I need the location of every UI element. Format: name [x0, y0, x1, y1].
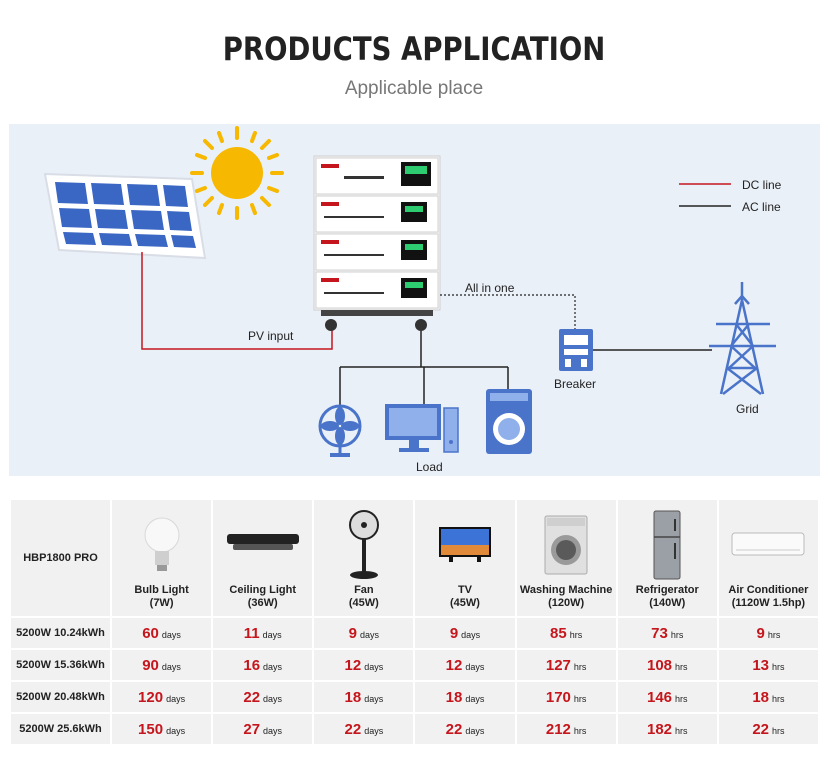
appliance-header: Fan(45W) — [312, 498, 416, 618]
bulb-icon — [144, 517, 180, 571]
legend-dc-line: DC line — [742, 178, 782, 192]
appliance-name: Ceiling Light — [229, 584, 297, 596]
washing-machine-load-icon — [486, 389, 532, 454]
tv-icon — [438, 527, 491, 562]
load-label: Load — [416, 460, 443, 474]
appliance-name: TV — [457, 584, 473, 596]
appliance-header: Ceiling Light(36W) — [211, 498, 315, 618]
model-header: HBP1800 PRO — [9, 498, 112, 618]
appliance-power: (45W) — [450, 597, 480, 609]
grid-label: Grid — [736, 402, 759, 416]
appliance-power: (45W) — [348, 597, 379, 609]
appliance-power: (36W) — [247, 597, 278, 609]
ceiling-light-icon — [226, 534, 299, 550]
row-label: 5200W 20.48kWh — [9, 680, 112, 714]
breaker-icon — [559, 329, 593, 371]
appliance-power: (140W) — [649, 597, 686, 609]
appliance-header: TV(45W) — [413, 498, 517, 618]
all-in-one-link — [440, 294, 576, 329]
legend-ac-line: AC line — [742, 200, 781, 214]
table-header-row: HBP1800 PRO Bulb Light(7W) — [9, 498, 821, 618]
refrigerator-icon — [653, 510, 681, 580]
fan-icon — [318, 404, 362, 457]
diagram-canvas — [43, 126, 776, 457]
appliance-header: Washing Machine(120W) — [514, 498, 618, 618]
appliance-power: (7W) — [149, 597, 174, 609]
fan-icon — [348, 510, 379, 579]
breaker-label: Breaker — [554, 377, 597, 391]
solar-panel-icon — [43, 172, 207, 260]
sun-icon — [190, 126, 284, 220]
page-subtitle: Applicable place — [344, 78, 484, 99]
runtime-table: HBP1800 PRO Bulb Light(7W) — [9, 498, 821, 746]
air-conditioner-icon — [731, 532, 805, 556]
appliance-name: Bulb Light — [134, 584, 189, 596]
row-label: 5200W 25.6kWh — [9, 712, 112, 746]
row-label: 5200W 15.36kWh — [9, 648, 112, 682]
appliance-name: Refrigerator — [635, 584, 699, 596]
inverter-stack-icon — [313, 155, 441, 331]
pv-input-label: PV input — [248, 329, 294, 343]
page-title: PRODUCTS APPLICATION — [222, 30, 606, 68]
appliance-header: Refrigerator(140W) — [615, 498, 719, 618]
appliance-name: Washing Machine — [519, 584, 613, 596]
application-diagram: DC line AC line PV input All in one Brea… — [9, 124, 820, 476]
appliance-header: Air Conditioner(1120W 1.5hp) — [716, 498, 821, 618]
row-label: 5200W 10.24kWh — [9, 616, 112, 650]
all-in-one-label: All in one — [465, 281, 515, 295]
grid-tower-icon — [709, 282, 776, 395]
appliance-header: Bulb Light(7W) — [109, 498, 214, 618]
appliance-name: Fan — [354, 584, 374, 596]
washing-machine-icon — [544, 515, 588, 575]
appliance-power: (1120W 1.5hp) — [731, 597, 806, 609]
appliance-name: Air Conditioner — [728, 584, 809, 596]
computer-icon — [385, 404, 459, 453]
pv-dc-line — [141, 252, 333, 350]
appliance-power: (120W) — [548, 597, 585, 609]
